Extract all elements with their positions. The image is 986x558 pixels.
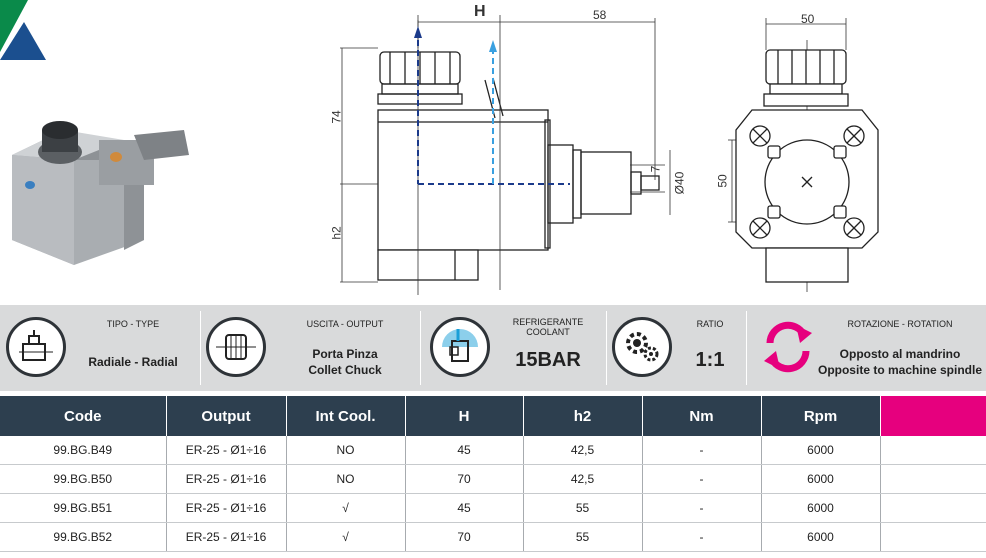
cell-h: 45 xyxy=(405,436,524,465)
table-row: 99.BG.B50 ER-25 - Ø1÷16 NO 70 42,5 - 600… xyxy=(0,464,986,494)
dim-50-side-label: 50 xyxy=(715,174,730,188)
cell-int-cool: NO xyxy=(286,436,406,465)
column-header-rpm: Rpm xyxy=(761,396,881,436)
gears-icon xyxy=(612,317,672,377)
cell-empty xyxy=(880,464,986,494)
output-label: USCITA - OUTPUT xyxy=(306,319,384,329)
column-header-h: H xyxy=(405,396,524,436)
cell-code: 99.BG.B51 xyxy=(0,493,167,523)
technical-drawing-area: H 58 74 h2 7 Ø40 xyxy=(12,3,879,295)
pink-header-accent xyxy=(880,396,986,436)
cell-output: ER-25 - Ø1÷16 xyxy=(166,464,287,494)
cell-h2: 42,5 xyxy=(523,436,643,465)
cell-h2: 42,5 xyxy=(523,464,643,494)
cell-int-cool-check: √ xyxy=(286,493,406,523)
table-header-row: Code Output Int Cool. H h2 Nm Rpm xyxy=(0,396,986,436)
dim-h-label: H xyxy=(474,3,486,20)
cell-int-cool-check: √ xyxy=(286,522,406,552)
separator xyxy=(420,311,421,385)
cell-output: ER-25 - Ø1÷16 xyxy=(166,493,287,523)
rotation-icon xyxy=(764,321,812,373)
rotation-value-1: Opposto al mandrino xyxy=(839,347,961,361)
cell-rpm: 6000 xyxy=(761,436,881,465)
cell-rpm: 6000 xyxy=(761,464,881,494)
cell-empty xyxy=(880,522,986,552)
separator xyxy=(200,311,201,385)
front-view-drawing xyxy=(728,18,879,292)
dim-7-label: 7 xyxy=(648,165,663,173)
rotation-value-2: Opposite to machine spindle xyxy=(817,363,983,377)
coolant-label-1: REFRIGERANTE xyxy=(512,317,584,327)
column-header-int-cool: Int Cool. xyxy=(286,396,406,436)
cell-nm: - xyxy=(642,493,762,523)
type-value: Radiale - Radial xyxy=(88,355,178,369)
cell-nm: - xyxy=(642,436,762,465)
dim-h2-label: h2 xyxy=(329,226,344,240)
cell-rpm: 6000 xyxy=(761,493,881,523)
cell-h: 70 xyxy=(405,522,524,552)
cell-code: 99.BG.B52 xyxy=(0,522,167,552)
product-table: Code Output Int Cool. H h2 Nm Rpm 99.BG.… xyxy=(0,396,986,552)
table-row: 99.BG.B49 ER-25 - Ø1÷16 NO 45 42,5 - 600… xyxy=(0,436,986,465)
separator xyxy=(746,311,747,385)
coolant-pressure-value: 15BAR xyxy=(515,349,581,371)
column-header-code: Code xyxy=(0,396,167,436)
dim-58-label: 58 xyxy=(593,8,607,22)
cell-empty xyxy=(880,493,986,523)
brand-logo xyxy=(0,0,46,60)
collet-chuck-icon xyxy=(206,317,266,377)
table-row: 99.BG.B51 ER-25 - Ø1÷16 √ 45 55 - 6000 xyxy=(0,493,986,523)
ratio-label: RATIO xyxy=(696,319,724,329)
side-view-drawing xyxy=(340,15,671,295)
cell-output: ER-25 - Ø1÷16 xyxy=(166,436,287,465)
type-label: TIPO - TYPE xyxy=(106,319,160,329)
cell-empty xyxy=(880,436,986,465)
cell-h: 45 xyxy=(405,493,524,523)
separator xyxy=(606,311,607,385)
cell-h: 70 xyxy=(405,464,524,494)
coolant-icon xyxy=(430,317,490,377)
output-value-2: Collet Chuck xyxy=(308,363,382,377)
table-row: 99.BG.B52 ER-25 - Ø1÷16 √ 70 55 - 6000 xyxy=(0,522,986,552)
cell-h2: 55 xyxy=(523,493,643,523)
column-header-nm: Nm xyxy=(642,396,762,436)
product-3d-image xyxy=(12,121,189,265)
spec-band: TIPO - TYPE Radiale - Radial USCITA - OU… xyxy=(0,305,986,391)
cell-nm: - xyxy=(642,464,762,494)
dim-d40-label: Ø40 xyxy=(672,171,687,195)
radial-type-icon xyxy=(6,317,66,377)
cell-nm: - xyxy=(642,522,762,552)
cell-code: 99.BG.B50 xyxy=(0,464,167,494)
column-header-h2: h2 xyxy=(523,396,643,436)
dim-74-label: 74 xyxy=(329,110,344,124)
coolant-label-2: COOLANT xyxy=(526,327,570,337)
output-value-1: Porta Pinza xyxy=(312,347,378,361)
cell-rpm: 6000 xyxy=(761,522,881,552)
rotation-label: ROTAZIONE - ROTATION xyxy=(847,319,953,329)
cell-int-cool: NO xyxy=(286,464,406,494)
cell-h2: 55 xyxy=(523,522,643,552)
column-header-output: Output xyxy=(166,396,287,436)
cell-output: ER-25 - Ø1÷16 xyxy=(166,522,287,552)
cell-code: 99.BG.B49 xyxy=(0,436,167,465)
dim-50-top-label: 50 xyxy=(801,12,815,26)
ratio-value: 1:1 xyxy=(695,349,725,371)
